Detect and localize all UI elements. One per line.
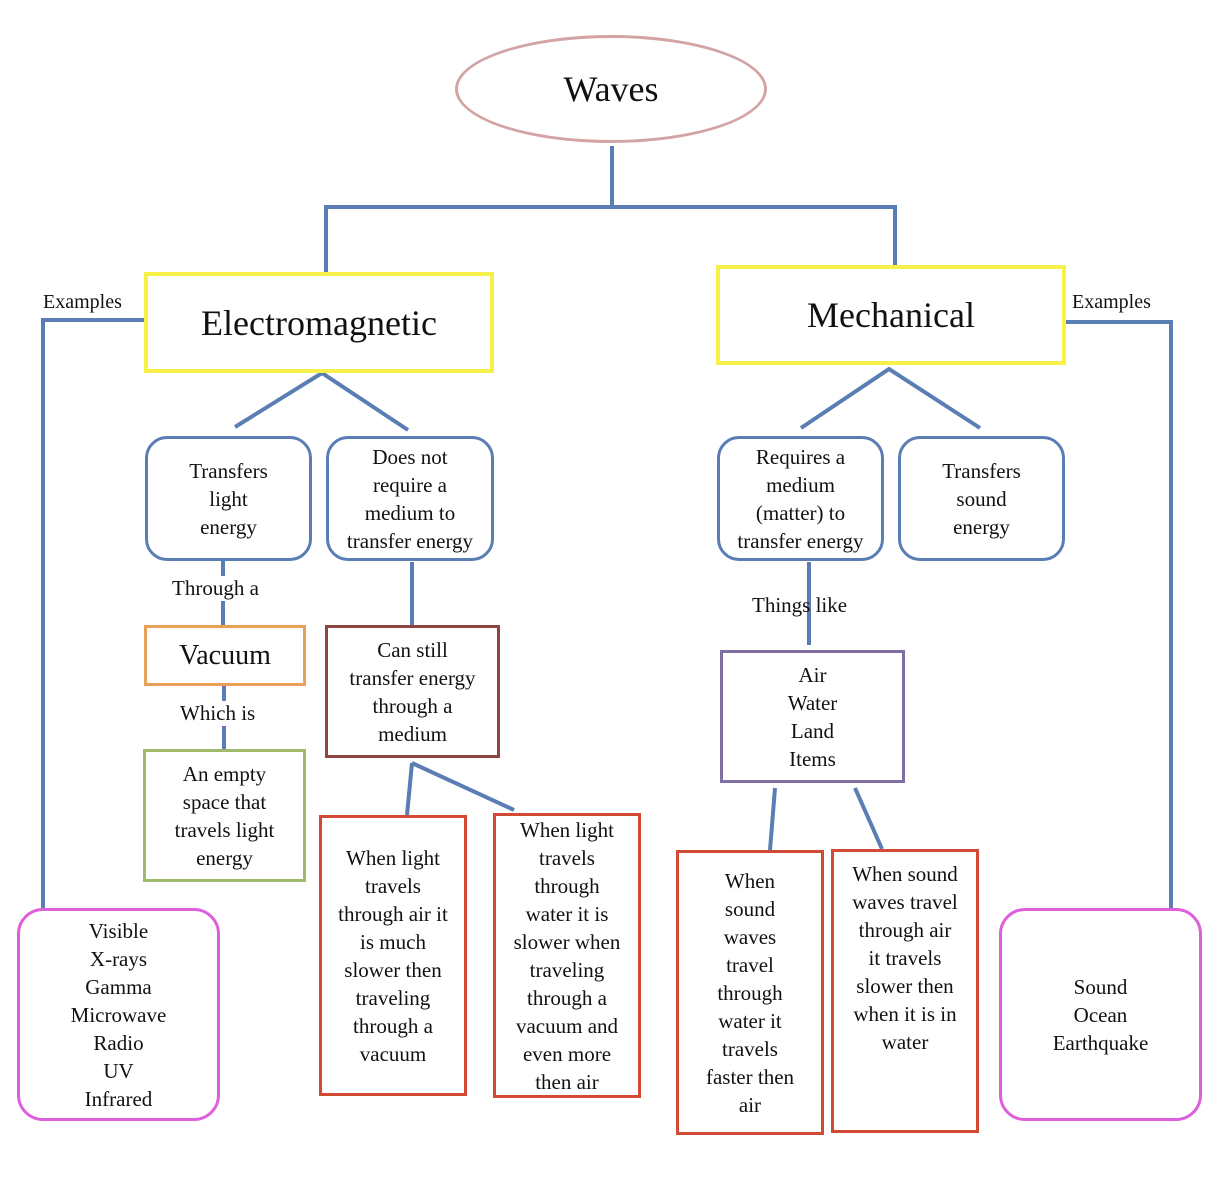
vacuum-definition-text: An empty space that travels light energy [174, 761, 275, 870]
sound-water-detail-node: When sound waves travel through water it… [676, 850, 824, 1135]
category-mechanical-title: Mechanical [807, 295, 975, 335]
mech-property-sound-energy: Transfers sound energy [898, 436, 1065, 561]
light-air-detail-text: When light travels through air it is muc… [338, 845, 448, 1066]
vacuum-definition-node: An empty space that travels light energy [143, 749, 306, 882]
root-node-waves: Waves [455, 35, 767, 143]
mech-property-requires-medium: Requires a medium (matter) to transfer e… [717, 436, 884, 561]
through-a-label: Through a [170, 576, 261, 601]
em-property-medium-text: Does not require a medium to transfer en… [346, 444, 474, 553]
connector-media-air [853, 787, 884, 850]
sound-air-detail-node: When sound waves travel through air it t… [831, 849, 979, 1133]
media-list-node: Air Water Land Items [720, 650, 905, 783]
em-property-no-medium: Does not require a medium to transfer en… [326, 436, 494, 561]
sound-air-detail-text: When sound waves travel through air it t… [852, 862, 958, 1054]
light-air-detail-node: When light travels through air it is muc… [319, 815, 467, 1096]
connector-em-split [233, 370, 410, 432]
category-mechanical: Mechanical [716, 265, 1066, 365]
light-water-detail-text: When light travels through water it is s… [513, 817, 621, 1094]
sound-water-detail-text: When sound waves travel through water it… [705, 868, 795, 1117]
em-examples-node: Visible X-rays Gamma Microwave Radio UV … [17, 908, 220, 1121]
connector-mech-split [799, 366, 982, 430]
em-examples-text: Visible X-rays Gamma Microwave Radio UV … [70, 918, 167, 1111]
mech-property-sound-text: Transfers sound energy [942, 458, 1021, 539]
connector-media-water [768, 787, 777, 851]
things-like-label: Things like [752, 593, 848, 617]
mech-examples-node: Sound Ocean Earthquake [999, 908, 1202, 1121]
mech-property-medium-text: Requires a medium (matter) to transfer e… [737, 444, 864, 553]
connector-canstill-air [405, 762, 414, 816]
em-property-light-text: Transfers light energy [189, 458, 268, 539]
connector-canstill-water [411, 761, 515, 812]
em-examples-label: Examples [43, 291, 122, 313]
can-still-transfer-text: Can still transfer energy through a medi… [349, 637, 476, 746]
vacuum-text: Vacuum [179, 639, 271, 671]
category-electromagnetic-title: Electromagnetic [201, 302, 437, 343]
connector-mech-examples [1065, 320, 1173, 910]
mech-examples-label: Examples [1072, 291, 1151, 313]
vacuum-node: Vacuum [144, 625, 306, 686]
which-is-label: Which is [178, 701, 258, 726]
mech-examples-text: Sound Ocean Earthquake [1052, 974, 1149, 1055]
connector-em-examples [41, 318, 145, 910]
em-property-light-energy: Transfers light energy [145, 436, 312, 561]
category-electromagnetic: Electromagnetic [144, 272, 494, 373]
can-still-transfer-node: Can still transfer energy through a medi… [325, 625, 500, 758]
light-water-detail-node: When light travels through water it is s… [493, 813, 641, 1098]
connector-root-branches [324, 205, 897, 272]
root-title: Waves [563, 69, 659, 109]
media-list-text: Air Water Land Items [787, 662, 838, 771]
